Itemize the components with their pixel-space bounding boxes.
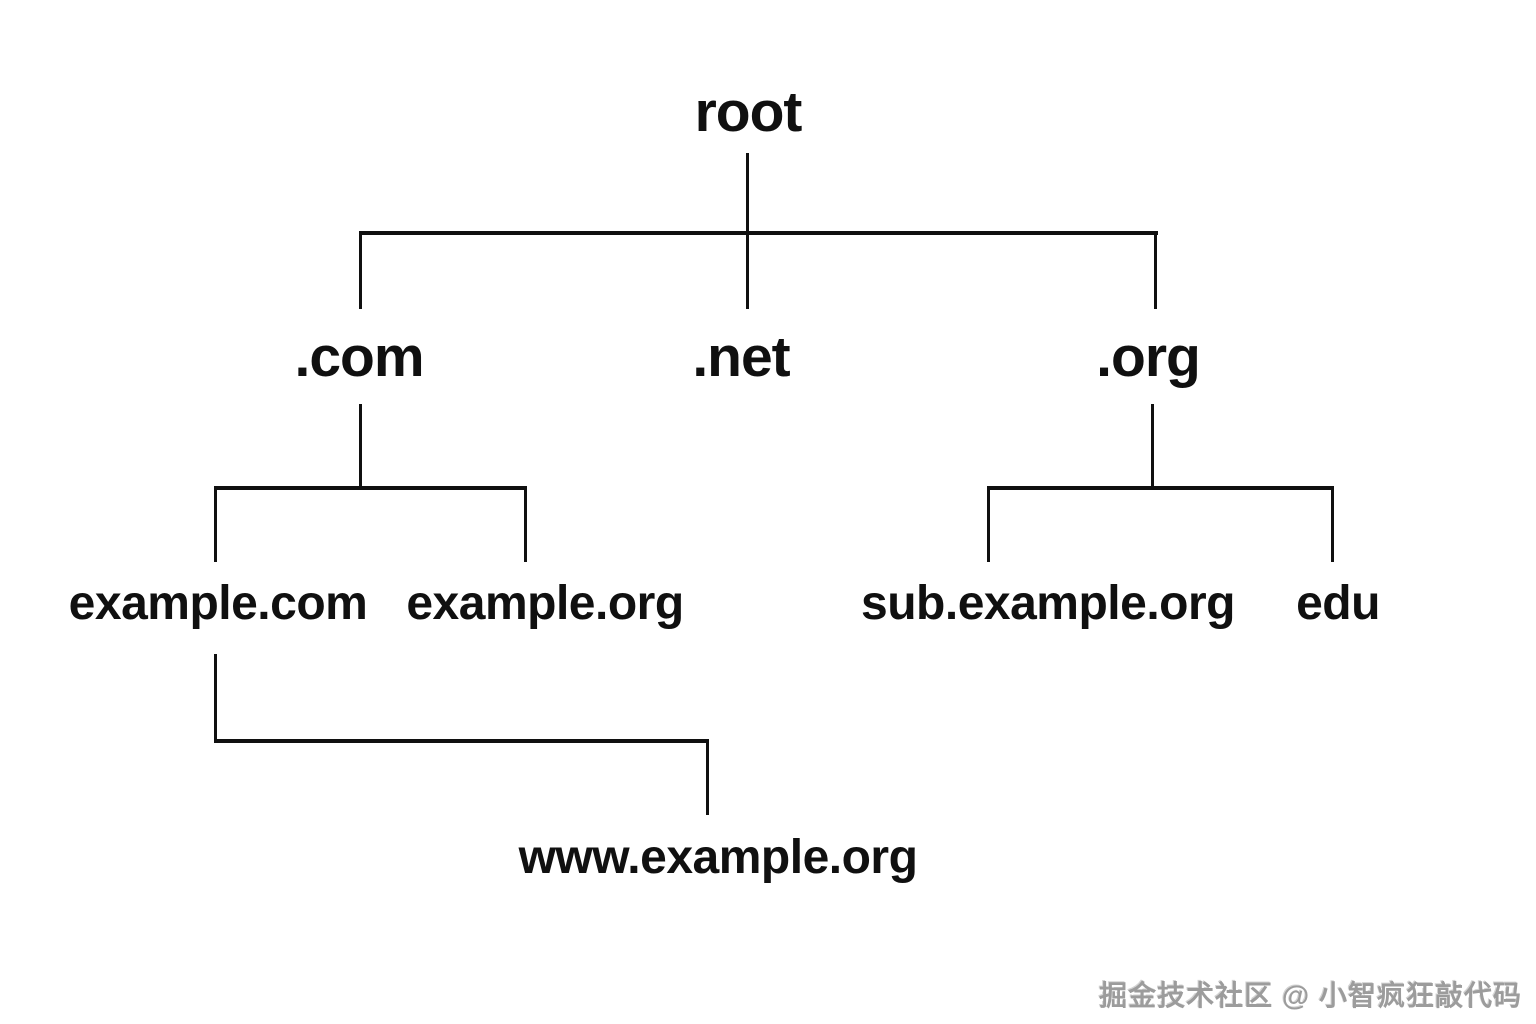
edge-root-stem [746,153,749,233]
edge-org-drop [1154,231,1157,309]
edge-edu-drop [1331,486,1334,562]
edge-www-elbow-vertical-top [214,654,217,743]
edge-tld-bar [359,231,1158,235]
edge-example-org-drop [524,486,527,562]
node-root: root [694,80,803,144]
edge-org-children-bar [987,486,1334,490]
node-example-com: example.com [68,577,368,630]
edge-com-drop [359,231,362,309]
edge-org-stem [1151,404,1154,488]
edge-www-elbow-horizontal [214,739,709,743]
edge-net-drop [746,231,749,309]
node-example-org: example.org [406,577,684,630]
watermark-text: 掘金技术社区 @ 小智疯狂敲代码 [1099,980,1522,1011]
node-net: .net [692,325,790,389]
node-com: .com [294,325,424,389]
node-edu: edu [1296,577,1380,630]
edge-sub-example-org-drop [987,486,990,562]
edge-com-stem [359,404,362,488]
edge-example-com-drop [214,486,217,562]
node-org: .org [1096,325,1201,389]
edge-www-elbow-vertical-bottom [706,739,709,815]
edge-com-children-bar [214,486,527,490]
node-www-example-org: www.example.org [518,831,918,884]
node-sub-example-org: sub.example.org [861,577,1235,630]
